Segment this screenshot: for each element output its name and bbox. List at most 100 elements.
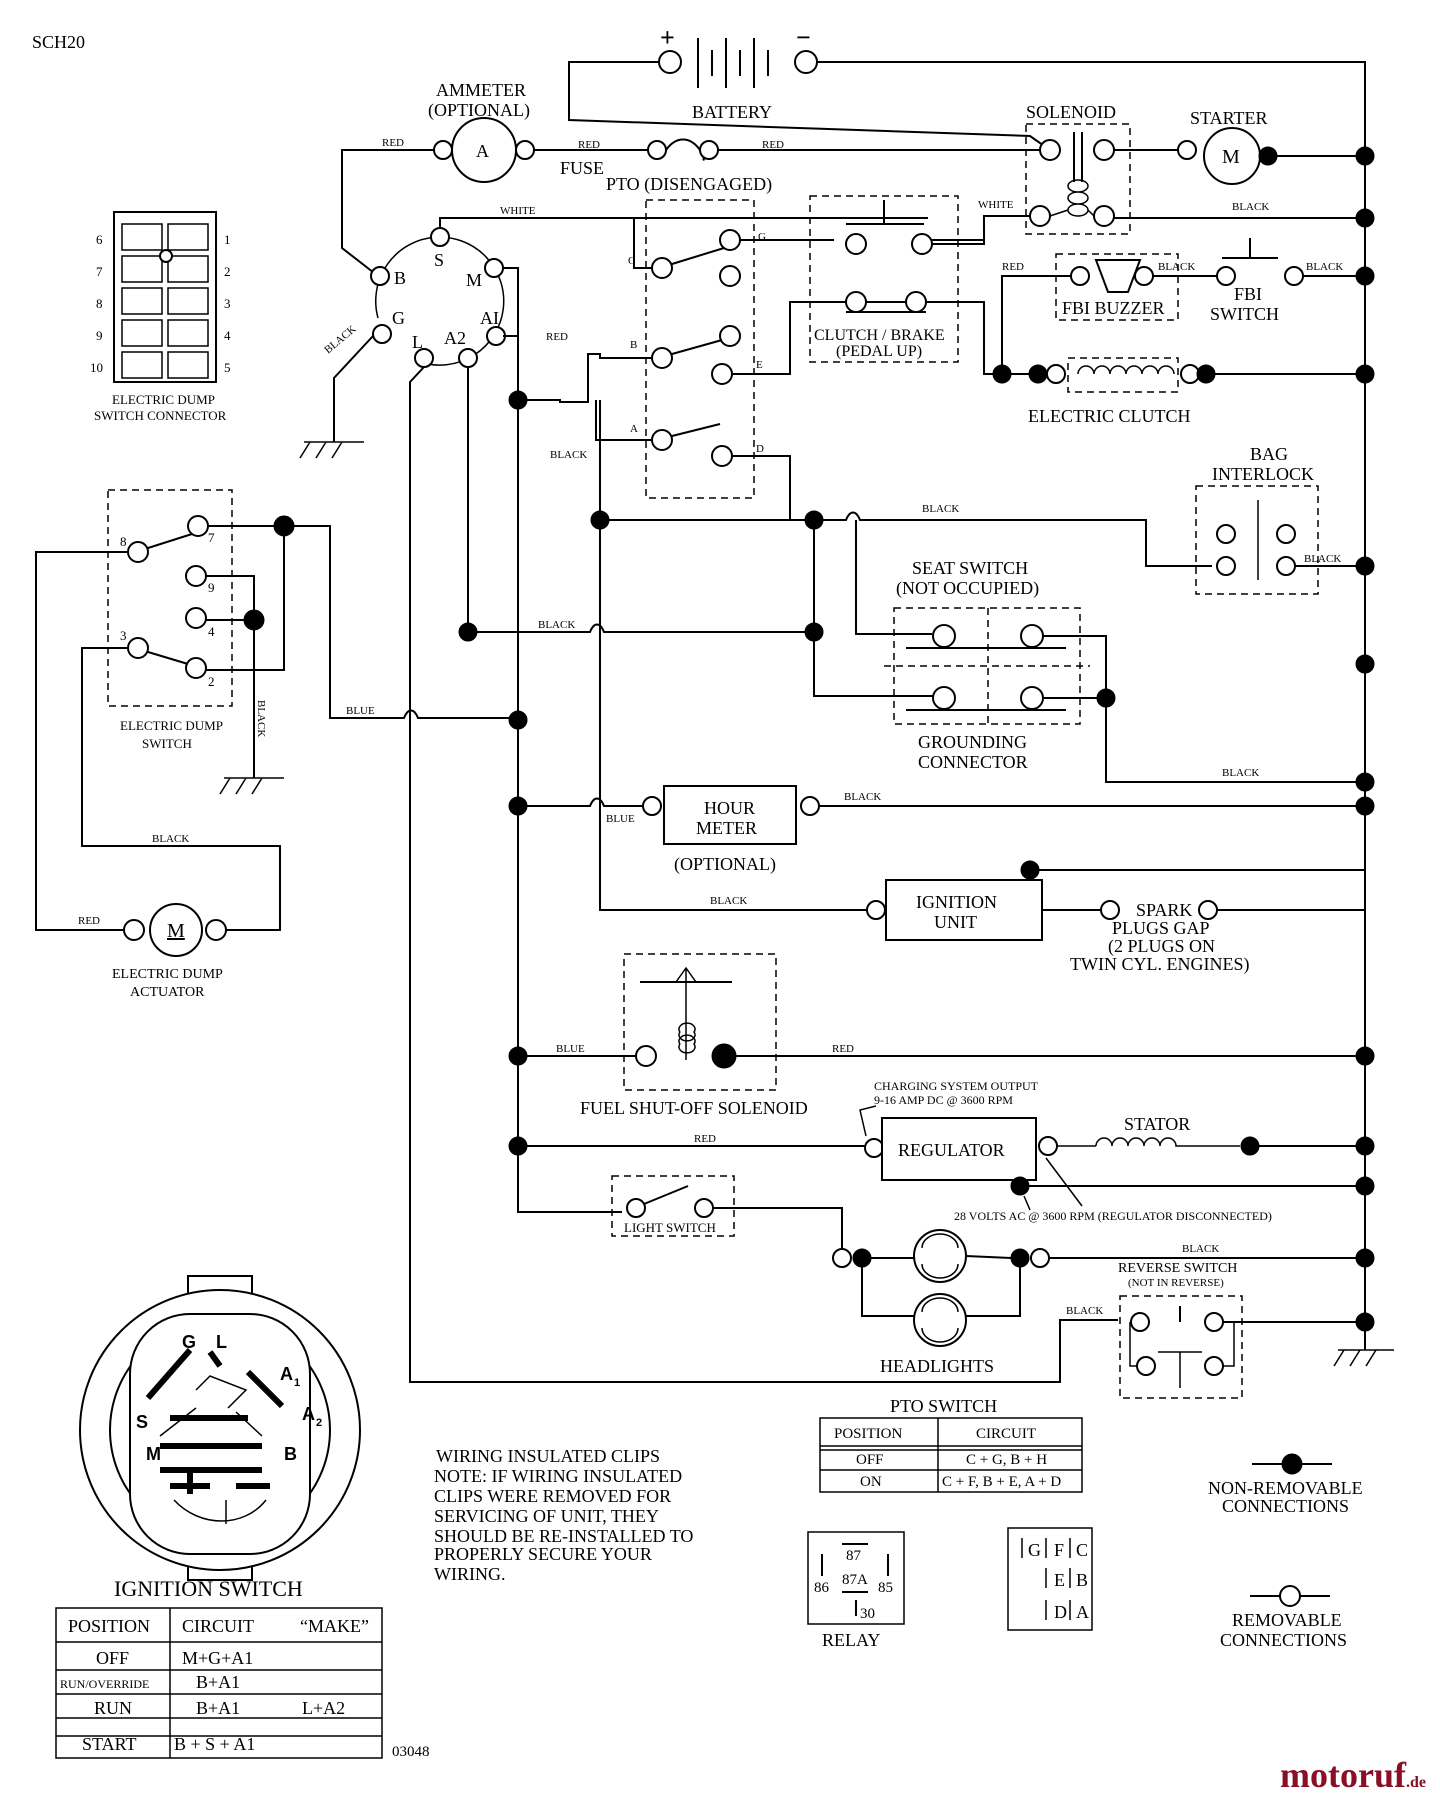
stator: STATOR [1057, 1114, 1260, 1156]
model-code: SCH20 [32, 32, 85, 52]
legend-removable-line1: REMOVABLE [1232, 1610, 1342, 1630]
pto-hdr-circuit: CIRCUIT [976, 1426, 1036, 1442]
pto-connector: G F C E B D A [1007, 1527, 1093, 1631]
ign-term-l: L [412, 332, 423, 352]
headlights-label: HEADLIGHTS [880, 1356, 994, 1376]
pto-row1-pos: OFF [856, 1452, 884, 1468]
starter: STARTER M [1177, 108, 1278, 185]
wire-label-black-pto: BLACK [550, 449, 587, 461]
ign-row4-circ: B + S + A1 [174, 1734, 255, 1754]
connector-pin-10: 10 [90, 360, 103, 375]
relay-pin-87a: 87A [842, 1572, 868, 1588]
pto-term-d: D [756, 443, 764, 455]
headlights: HEADLIGHTS [832, 1229, 1050, 1376]
ignition-unit: IGNITION UNIT [866, 879, 1043, 941]
wire-label-white-top: WHITE [500, 205, 536, 217]
seat-switch-line2: (NOT OCCUPIED) [896, 578, 1039, 599]
dump-pin-7: 7 [208, 530, 215, 545]
face-a2: A [302, 1404, 315, 1424]
regulator: CHARGING SYSTEM OUTPUT 9-16 AMP DC @ 360… [859, 1079, 1058, 1196]
ign-term-m: M [466, 270, 482, 290]
wire-label-red-fuse-l: RED [578, 139, 600, 151]
fuse: FUSE [560, 138, 719, 178]
wire-label-black-starter: BLACK [1232, 201, 1269, 213]
reverse-switch-line2: (NOT IN REVERSE) [1128, 1277, 1224, 1289]
ign-row3-circ: B+A1 [196, 1698, 240, 1718]
dump-connector-line1: ELECTRIC DUMP [112, 392, 215, 407]
pto-term-b: B [630, 339, 637, 351]
pto-conn-b: B [1076, 1570, 1088, 1590]
ign-term-s: S [434, 250, 444, 270]
seat-switch: SEAT SWITCH (NOT OCCUPIED) [884, 558, 1090, 725]
pto-term-c: C [628, 255, 635, 267]
connector-pin-3: 3 [224, 296, 231, 311]
wire-label-black-seat-r: BLACK [1222, 767, 1259, 779]
face-g: G [182, 1332, 196, 1352]
ammeter-label: AMMETER [436, 80, 526, 100]
pto-switch: PTO (DISENGAGED) C G B E A D [606, 174, 772, 499]
starter-label: STARTER [1190, 108, 1267, 128]
reverse-switch: REVERSE SWITCH (NOT IN REVERSE) [1118, 1261, 1243, 1399]
note-line-6: WIRING. [434, 1564, 505, 1584]
charging-line2: 9-16 AMP DC @ 3600 RPM [874, 1093, 1013, 1107]
dump-pin-2: 2 [208, 674, 215, 689]
fuel-solenoid: FUEL SHUT-OFF SOLENOID [580, 953, 808, 1118]
legend: NON-REMOVABLE CONNECTIONS REMOVABLE CONN… [1208, 1453, 1363, 1650]
pto-table: PTO SWITCH POSITION CIRCUIT OFF C + G, B… [819, 1396, 1083, 1493]
spark-plugs: SPARK PLUGS GAP (2 PLUGS ON TWIN CYL. EN… [1070, 900, 1249, 975]
ammeter-sub: (OPTIONAL) [428, 100, 530, 121]
legend-nonremovable-line1: NON-REMOVABLE [1208, 1478, 1363, 1498]
fuse-label: FUSE [560, 158, 604, 178]
clutch-brake-switch: CLUTCH / BRAKE (PEDAL UP) [809, 195, 959, 363]
wire-label-black-buzzer: BLACK [1158, 261, 1195, 273]
pto-conn-d: D [1054, 1602, 1067, 1622]
note-line-4: SHOULD BE RE-INSTALLED TO [434, 1526, 693, 1546]
relay-pin-87: 87 [846, 1548, 862, 1564]
wire-label-black-head: BLACK [1182, 1243, 1219, 1255]
ign-row1-pos: OFF [96, 1648, 129, 1668]
electric-clutch: ELECTRIC CLUTCH [1028, 357, 1216, 426]
wire-label-black-bag: BLACK [1304, 553, 1341, 565]
fbi-switch: FBI SWITCH [1210, 238, 1304, 324]
connector-pin-7: 7 [96, 264, 103, 279]
ignition-table: IGNITION SWITCH POSITION CIRCUIT “MAKE” … [55, 1576, 383, 1759]
battery: + − BATTERY [568, 23, 1366, 1320]
clutch-brake-sub: (PEDAL UP) [836, 343, 922, 360]
dump-connector-line2: SWITCH CONNECTOR [94, 408, 227, 423]
pto-row2-pos: ON [860, 1474, 882, 1490]
face-a2-sub: 2 [316, 1417, 322, 1429]
spark-line2: PLUGS GAP [1112, 918, 1210, 938]
pto-conn-c: C [1076, 1540, 1088, 1560]
dump-pin-8: 8 [120, 534, 127, 549]
wire-label-black-fbi: BLACK [1306, 261, 1343, 273]
regulator-label: REGULATOR [898, 1140, 1005, 1160]
ignition-table-title: IGNITION SWITCH [114, 1576, 303, 1601]
wire-label-red-reg: RED [694, 1133, 716, 1145]
bag-interlock-line2: INTERLOCK [1212, 464, 1314, 484]
dump-switch-line1: ELECTRIC DUMP [120, 718, 223, 733]
wire-label-red-fuse-r: RED [762, 139, 784, 151]
watermark-name: motoruf [1280, 1755, 1406, 1795]
wiring-note: WIRING INSULATED CLIPS NOTE: IF WIRING I… [434, 1446, 693, 1584]
pto-table-title: PTO SWITCH [890, 1396, 997, 1416]
battery-label: BATTERY [692, 102, 772, 122]
hour-meter-line2: METER [696, 818, 757, 838]
dump-switch-connector: 6 7 8 9 10 1 2 3 4 5 ELECTRIC DUMP SWITC… [90, 211, 231, 423]
face-m: M [146, 1444, 161, 1464]
relay: 87 86 87A 85 30 RELAY [807, 1531, 905, 1650]
face-a1-sub: 1 [294, 1377, 300, 1389]
connector-pin-2: 2 [224, 264, 231, 279]
note-line-1: NOTE: IF WIRING INSULATED [434, 1466, 682, 1486]
pto-label: PTO (DISENGAGED) [606, 174, 772, 195]
hour-meter-line1: HOUR [704, 798, 755, 818]
charging-line1: CHARGING SYSTEM OUTPUT [874, 1079, 1039, 1093]
connector-pin-4: 4 [224, 328, 231, 343]
pto-conn-g: G [1028, 1540, 1041, 1560]
electric-clutch-label: ELECTRIC CLUTCH [1028, 406, 1191, 426]
pto-conn-a: A [1076, 1602, 1089, 1622]
legend-nonremovable-line2: CONNECTIONS [1222, 1496, 1349, 1516]
battery-minus: − [796, 23, 811, 52]
pto-conn-e: E [1054, 1570, 1065, 1590]
wire-label-black-hour: BLACK [844, 791, 881, 803]
wire-label-black-act: BLACK [152, 833, 189, 845]
